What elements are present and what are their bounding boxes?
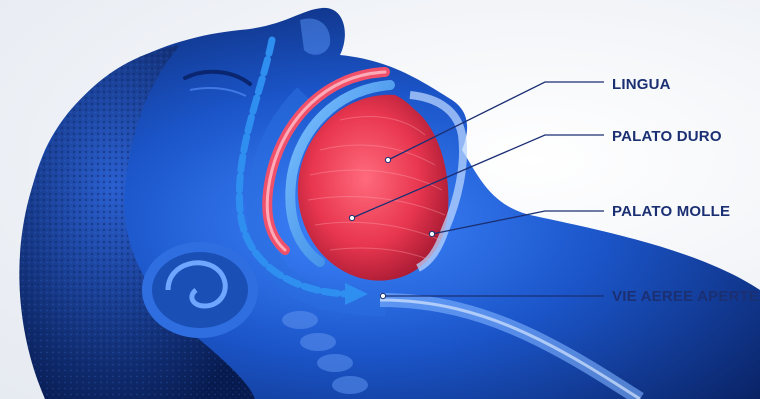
dot-palato-duro xyxy=(349,215,354,220)
ear xyxy=(142,242,258,338)
label-vie-aeree-aperte: VIE AEREE APERTE xyxy=(612,288,759,305)
label-lingua: LINGUA xyxy=(612,76,671,93)
dot-palato-molle xyxy=(429,231,434,236)
label-palato-duro: PALATO DURO xyxy=(612,128,722,145)
label-palato-molle: PALATO MOLLE xyxy=(612,203,730,220)
dot-vie-aeree xyxy=(380,293,385,298)
dot-lingua xyxy=(385,157,390,162)
